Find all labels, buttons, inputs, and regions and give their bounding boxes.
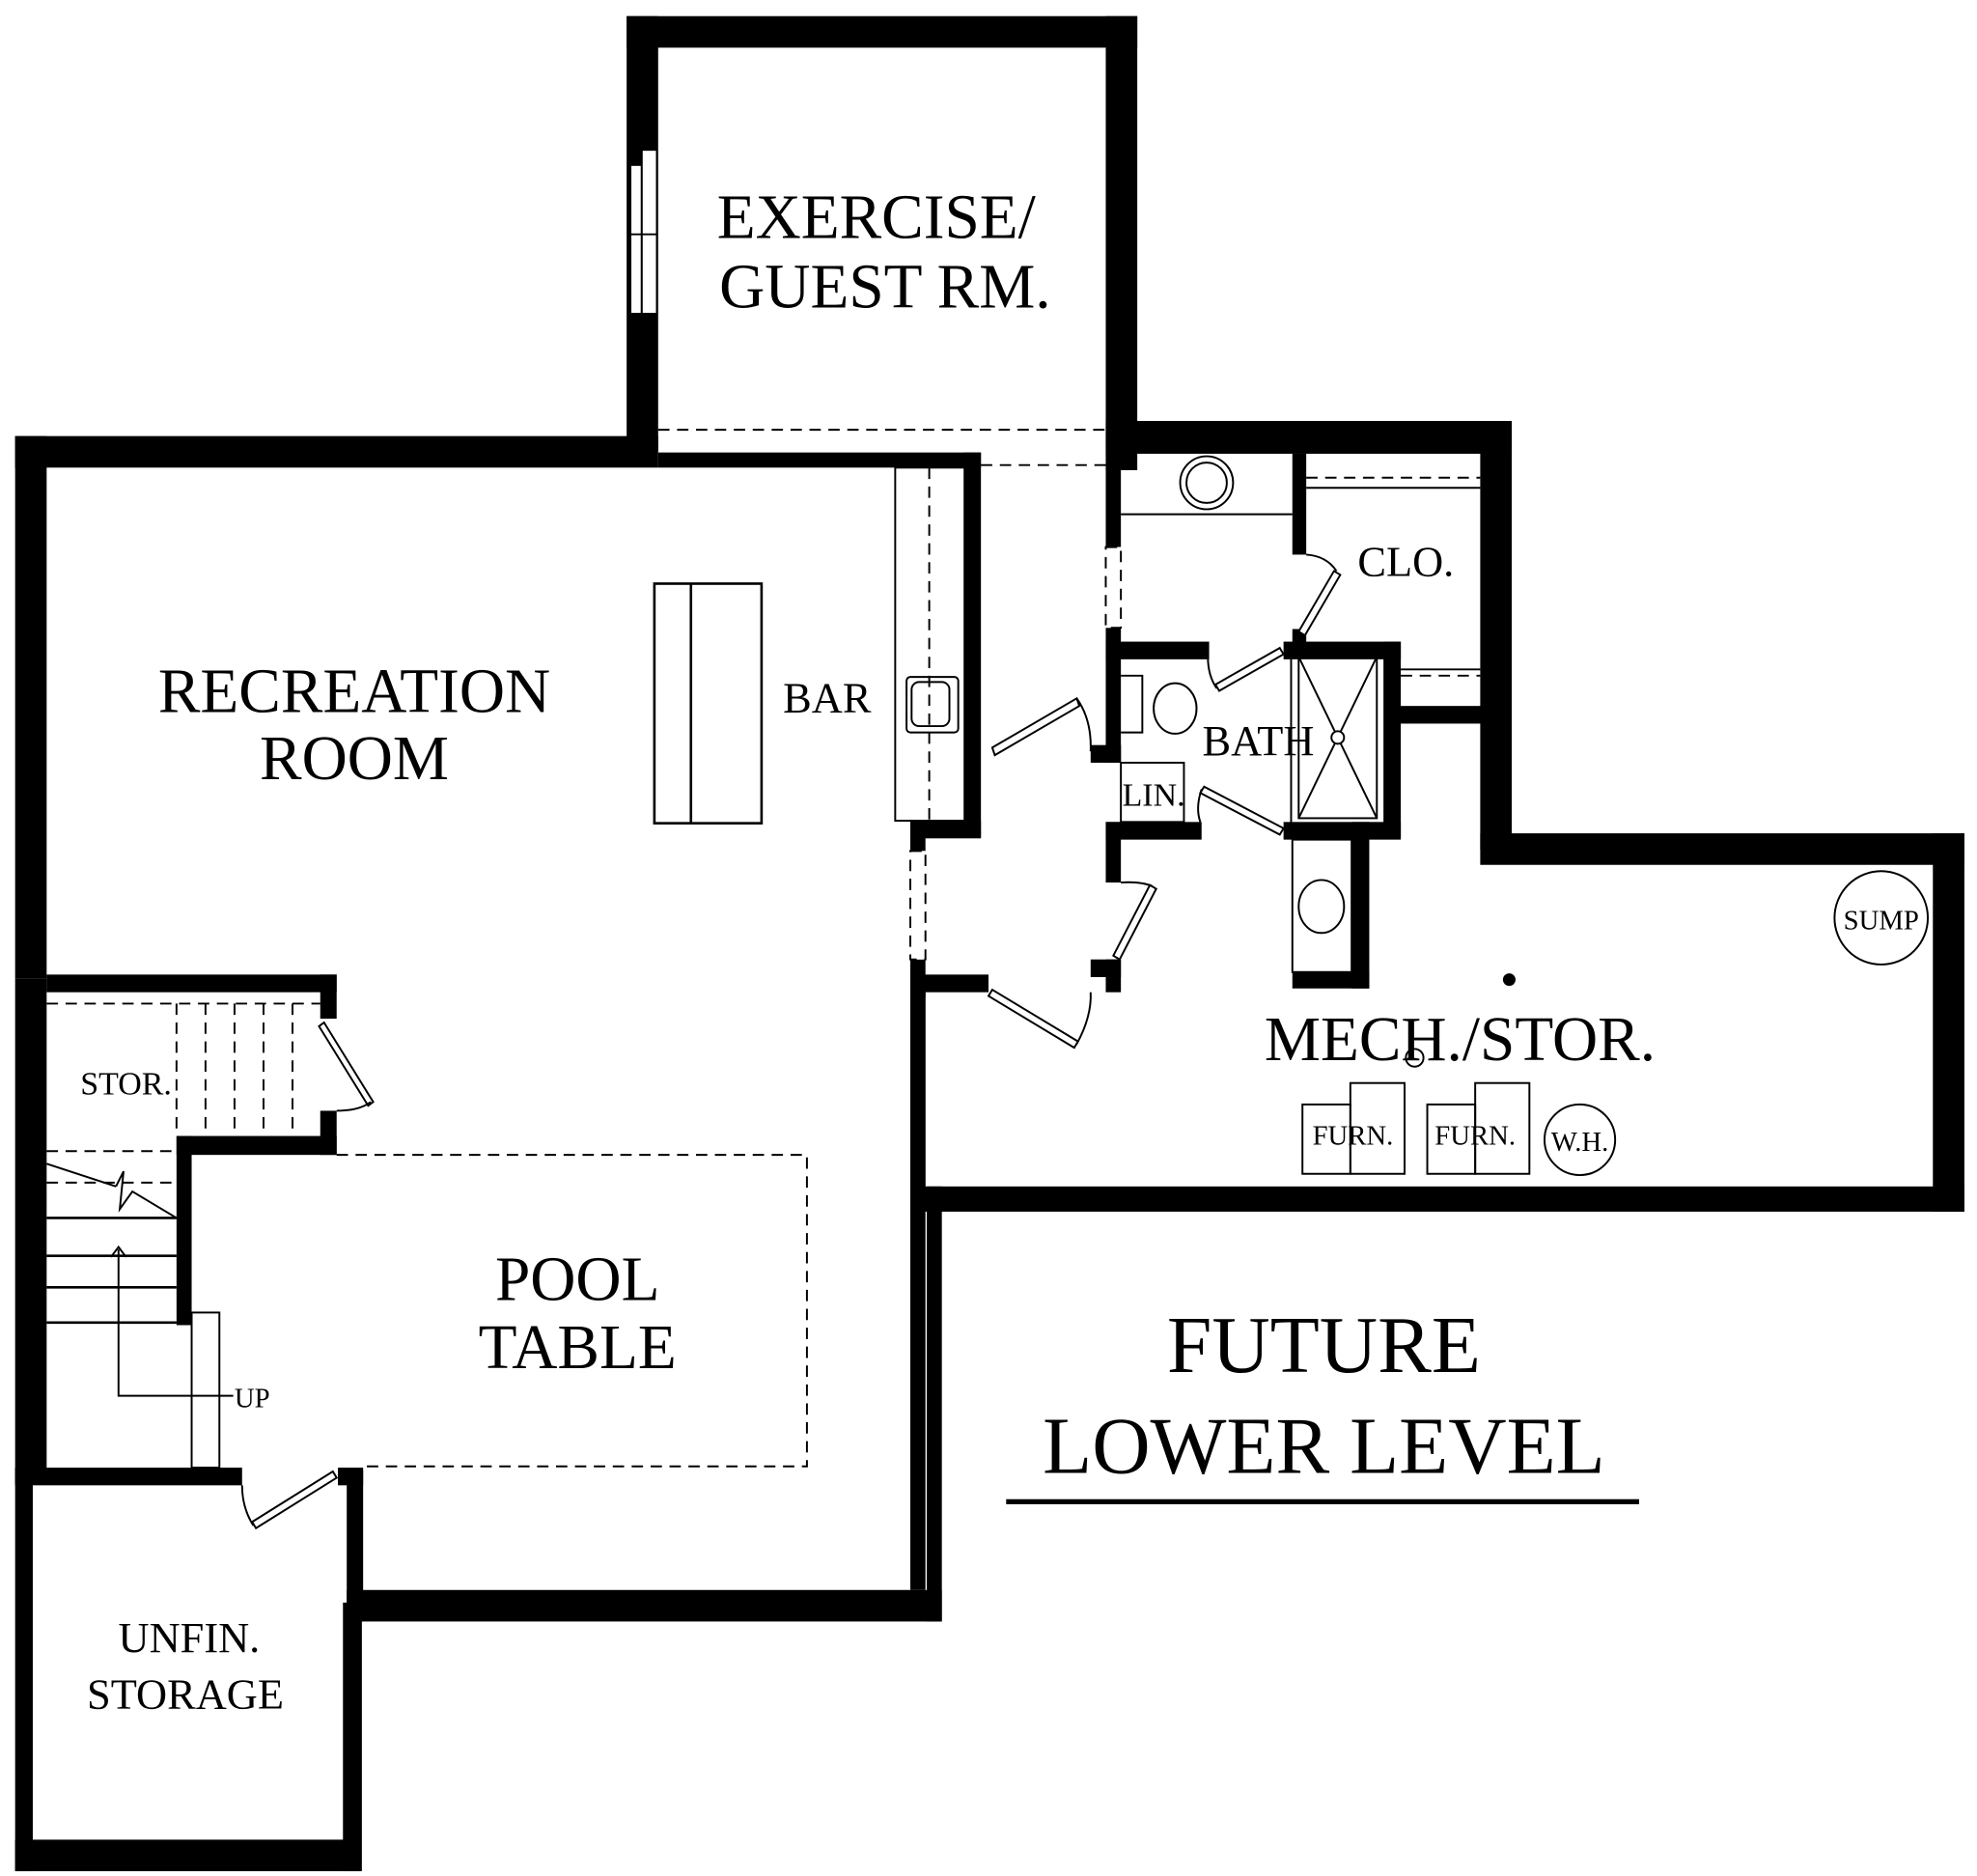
recreation-room-label-line2: ROOM [260, 724, 449, 794]
drain-icon [1502, 973, 1516, 987]
water-heater-label: W.H. [1551, 1127, 1609, 1158]
stair-arrow [117, 1249, 234, 1397]
bar-sink-icon [905, 676, 960, 734]
windows [629, 149, 1123, 961]
bath-label: BATH [1203, 716, 1315, 765]
sump-label: SUMP [1844, 905, 1919, 936]
water-heater-icon [1544, 1103, 1617, 1177]
pool-table-label-line2: TABLE [479, 1313, 677, 1383]
plan-title-line2: LOWER LEVEL [1043, 1402, 1605, 1491]
dryer-icon [1297, 879, 1346, 935]
doors [240, 553, 1342, 1530]
shower-icon [1290, 649, 1386, 828]
bar-island [653, 582, 764, 825]
unfinished-storage-label-line1: UNFIN. [119, 1613, 261, 1662]
unfinished-storage-label-line2: STORAGE [87, 1670, 284, 1719]
furnace-2-label: FURN. [1434, 1121, 1516, 1152]
labels: EXERCISE/ GUEST RM. RECREATION ROOM BAR … [80, 183, 1919, 1719]
fixtures [46, 455, 1930, 1470]
linen-label: LIN. [1123, 777, 1185, 813]
plan-title-line1: FUTURE [1167, 1302, 1481, 1390]
bar-label: BAR [783, 674, 872, 722]
mech-storage-label: MECH./STOR. [1265, 1005, 1656, 1075]
pool-table-label-line1: POOL [495, 1245, 660, 1314]
title-underline [1006, 1498, 1639, 1504]
sump-icon [1833, 870, 1930, 966]
furnace-1-label: FURN. [1313, 1121, 1394, 1152]
washer-icon [1179, 455, 1235, 511]
recreation-room-label-line1: RECREATION [158, 658, 550, 727]
toilet-icon [1121, 674, 1144, 734]
closet-label: CLO. [1357, 538, 1454, 586]
storage-small-label: STOR. [80, 1066, 172, 1102]
stairs-up-label: UP [235, 1383, 270, 1414]
walls [14, 15, 1964, 1872]
exercise-room-label-line2: GUEST RM. [719, 252, 1050, 322]
dashed-lines [46, 429, 1481, 1468]
exercise-room-label-line1: EXERCISE/ [717, 183, 1037, 253]
